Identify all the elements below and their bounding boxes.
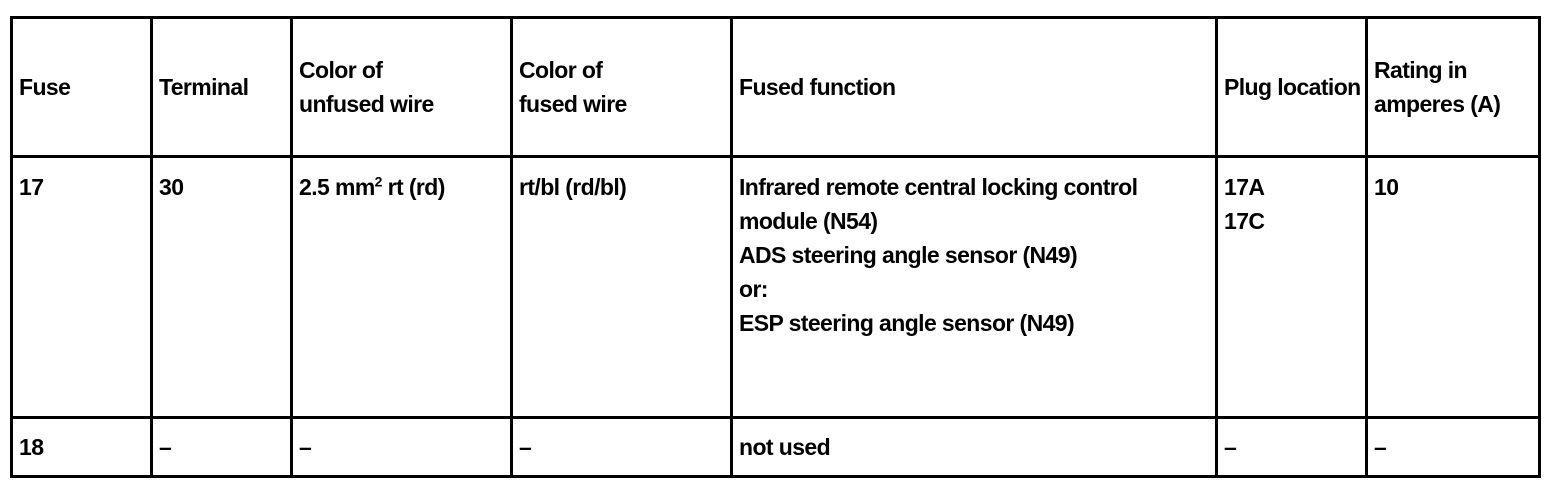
header-color-fused-wire: Color of fused wire bbox=[510, 16, 733, 158]
cell-fused-function: not used bbox=[730, 416, 1218, 478]
unfused-wire-suffix: rt (rd) bbox=[381, 174, 446, 200]
header-plug-location: Plug location bbox=[1215, 16, 1368, 158]
table-row: 17 30 2.5 mm2 rt (rd) rt/bl (rd/bl) Infr… bbox=[10, 155, 1541, 419]
header-terminal: Terminal bbox=[150, 16, 293, 158]
fused-function-line: ADS steering angle sensor (N49) bbox=[739, 242, 1078, 268]
header-fuse: Fuse bbox=[10, 16, 153, 158]
fused-function-line: ESP steering angle sensor (N49) bbox=[739, 310, 1075, 336]
cell-fused-function: Infrared remote central locking control … bbox=[730, 155, 1218, 419]
table-header-row: Fuse Terminal Color of unfused wire Colo… bbox=[10, 16, 1541, 158]
cell-terminal: – bbox=[150, 416, 293, 478]
table-row: 18 – – – not used – – bbox=[10, 416, 1541, 478]
fused-function-line: not used bbox=[739, 434, 831, 460]
cell-fused-wire: – bbox=[510, 416, 733, 478]
fuse-table: Fuse Terminal Color of unfused wire Colo… bbox=[10, 16, 1541, 478]
cell-fused-wire: rt/bl (rd/bl) bbox=[510, 155, 733, 419]
cell-rating: – bbox=[1365, 416, 1541, 478]
unfused-wire-value: 2.5 mm bbox=[299, 174, 375, 200]
header-fused-function: Fused function bbox=[730, 16, 1218, 158]
header-color-unfused-wire: Color of unfused wire bbox=[290, 16, 513, 158]
plug-location-line: 17C bbox=[1224, 208, 1265, 234]
cell-terminal: 30 bbox=[150, 155, 293, 419]
unfused-wire-superscript: 2 bbox=[374, 173, 383, 190]
fuse-table-container: Fuse Terminal Color of unfused wire Colo… bbox=[10, 16, 1541, 478]
plug-location-line: – bbox=[1224, 434, 1237, 460]
cell-rating: 10 bbox=[1365, 155, 1541, 419]
cell-fuse: 18 bbox=[10, 416, 153, 478]
cell-plug-location: 17A 17C bbox=[1215, 155, 1368, 419]
cell-unfused-wire: 2.5 mm2 rt (rd) bbox=[290, 155, 513, 419]
header-rating: Rating in amperes (A) bbox=[1365, 16, 1541, 158]
fused-function-line: or: bbox=[739, 276, 768, 302]
fused-function-line: Infrared remote central locking control … bbox=[739, 174, 1138, 234]
cell-plug-location: – bbox=[1215, 416, 1368, 478]
cell-fuse: 17 bbox=[10, 155, 153, 419]
plug-location-line: 17A bbox=[1224, 174, 1265, 200]
cell-unfused-wire: – bbox=[290, 416, 513, 478]
